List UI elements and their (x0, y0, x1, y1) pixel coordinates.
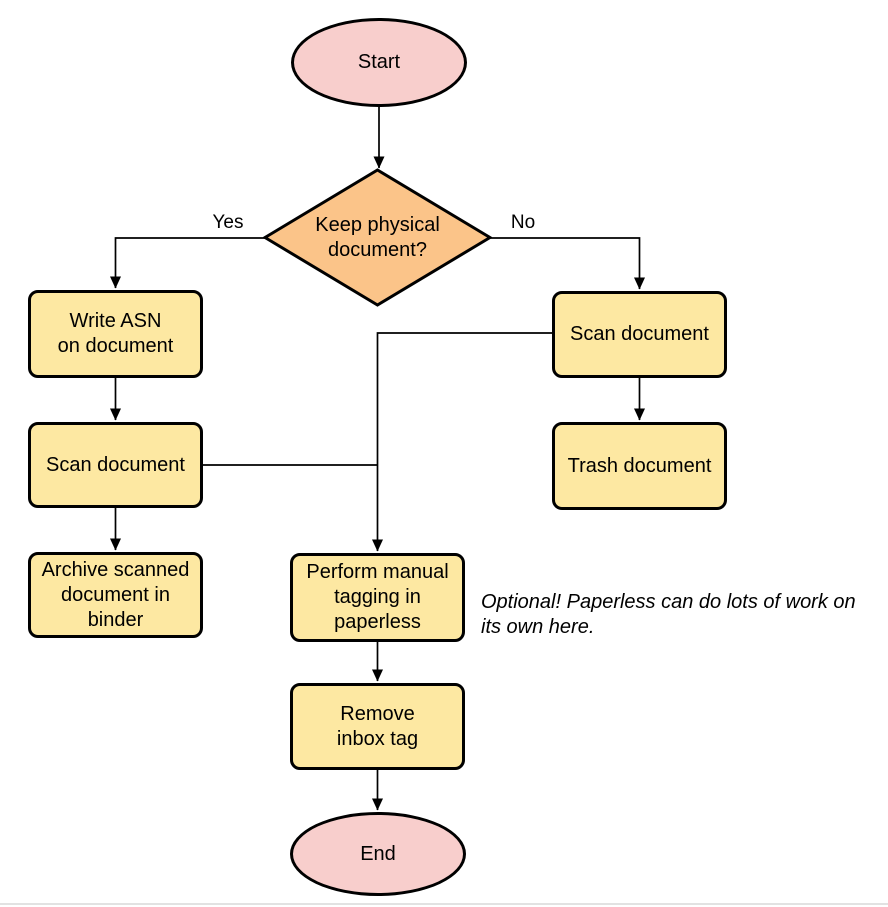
remove-inbox-node: Remove inbox tag (290, 683, 465, 770)
start-node: Start (291, 18, 467, 107)
archive-node: Archive scanned document in binder (28, 552, 203, 638)
yes-branch-label: Yes (212, 212, 244, 233)
write-asn-node: Write ASN on document (28, 290, 203, 378)
trash-document-label: Trash document (567, 454, 712, 477)
edge-decision-no-to-scan-right (490, 237, 645, 290)
trash-document-node: Trash document (552, 422, 727, 510)
perform-tagging-node: Perform manual tagging in paperless (290, 553, 465, 642)
decision-node: Keep physical document? (263, 168, 492, 307)
diamond-shape (263, 168, 492, 307)
scan-document-right-node: Scan document (552, 291, 727, 378)
edge-scan-right-to-tagging (372, 332, 552, 552)
remove-inbox-label: Remove inbox tag (336, 702, 419, 750)
end-label: End (360, 842, 396, 865)
no-branch-label: No (510, 212, 536, 233)
perform-tagging-label: Perform manual tagging in paperless (306, 561, 449, 633)
start-label: Start (357, 51, 401, 73)
end-node: End (290, 812, 466, 896)
page-bottom-divider (0, 903, 888, 905)
scan-document-left-label: Scan document (46, 453, 185, 476)
scan-document-right-label: Scan document (570, 323, 709, 345)
optional-note: Optional! Paperless can do lots of work … (481, 591, 856, 638)
decision-label: Keep physical document? (315, 213, 440, 261)
archive-label: Archive scanned document in binder (41, 558, 190, 631)
write-asn-label: Write ASN on document (57, 310, 174, 357)
scan-document-left-node: Scan document (28, 422, 203, 508)
edge-decision-yes-to-write-asn (110, 237, 265, 289)
